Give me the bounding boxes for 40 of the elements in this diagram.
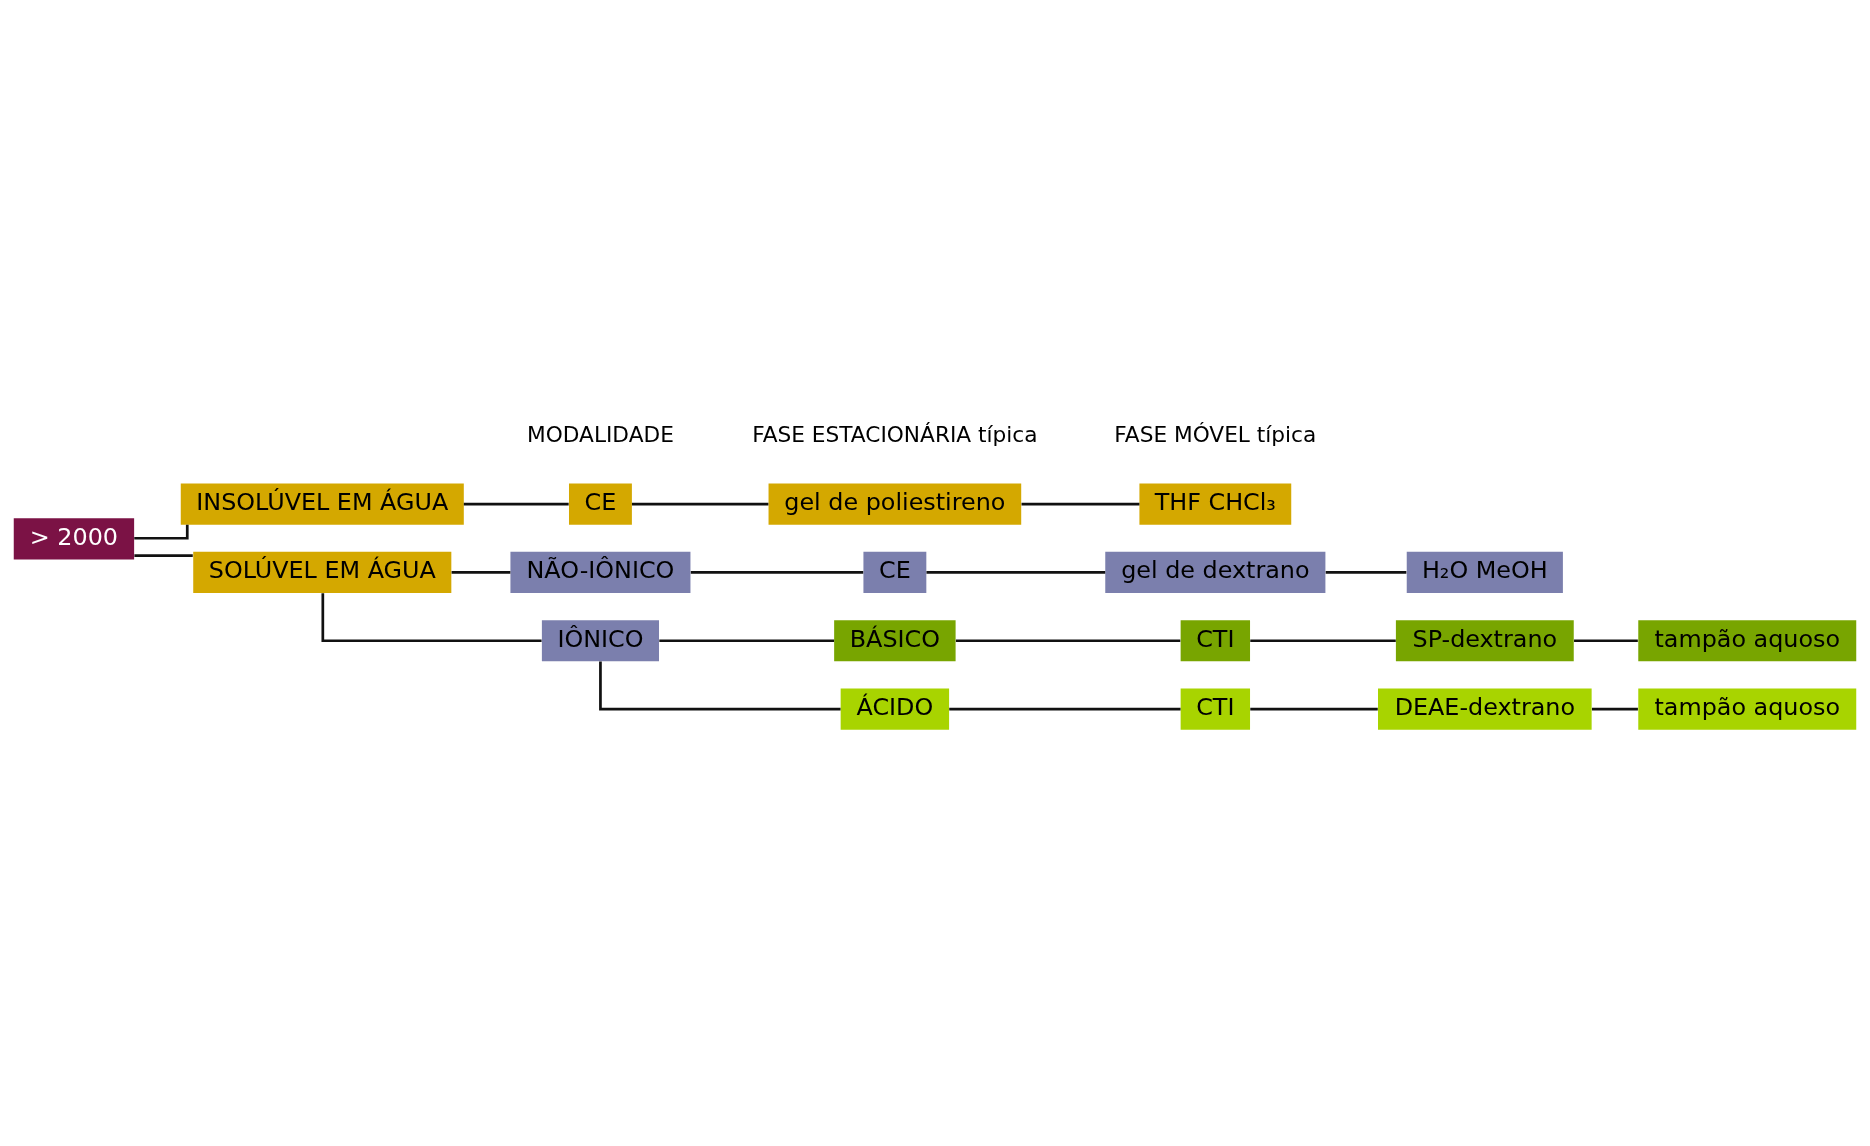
node-box: tampão aquoso: [1638, 619, 1857, 661]
node-box: INSOLÚVEL EM ÁGUA: [180, 483, 464, 525]
connector: [1574, 638, 1638, 642]
node-box: tampão aquoso: [1638, 687, 1857, 730]
node-box: SP-dextrano: [1395, 619, 1574, 661]
connector: [321, 592, 542, 642]
node-box: gel de dextrano: [1105, 551, 1326, 593]
node-box: > 2000: [13, 517, 135, 559]
connector: [1325, 570, 1407, 574]
node-box: gel de poliestireno: [768, 483, 1022, 525]
node-box: BÁSICO: [834, 619, 956, 661]
node-box: THF CHCl₃: [1139, 483, 1292, 525]
connector: [134, 553, 193, 557]
connector: [463, 502, 569, 505]
node-box: IÔNICO: [541, 619, 659, 661]
node-box: SOLÚVEL EM ÁGUA: [193, 551, 452, 593]
connector: [949, 707, 1181, 710]
connector: [1021, 502, 1140, 505]
node-box: NÃO-IÔNICO: [510, 551, 691, 593]
node-box: CTI: [1180, 619, 1251, 661]
node-box: H₂O MeOH: [1406, 551, 1563, 593]
connector: [134, 524, 189, 540]
connector: [1591, 707, 1638, 710]
connector: [690, 570, 864, 574]
node-box: CE: [863, 551, 927, 593]
node-box: CTI: [1180, 687, 1251, 730]
label: FASE MÓVEL típica: [1114, 421, 1317, 447]
label: MODALIDADE: [527, 421, 674, 447]
label: FASE ESTACIONÁRIA típica: [752, 421, 1038, 447]
connector: [659, 638, 835, 642]
connector: [599, 661, 841, 710]
connector: [955, 638, 1181, 642]
node-box: DEAE-dextrano: [1378, 687, 1592, 730]
connector: [1250, 638, 1396, 642]
connector: [1250, 707, 1378, 710]
node-box: CE: [569, 483, 632, 525]
connector: [631, 502, 769, 505]
node-box: ÁCIDO: [840, 687, 950, 730]
connector: [926, 570, 1106, 574]
connector: [451, 570, 511, 574]
